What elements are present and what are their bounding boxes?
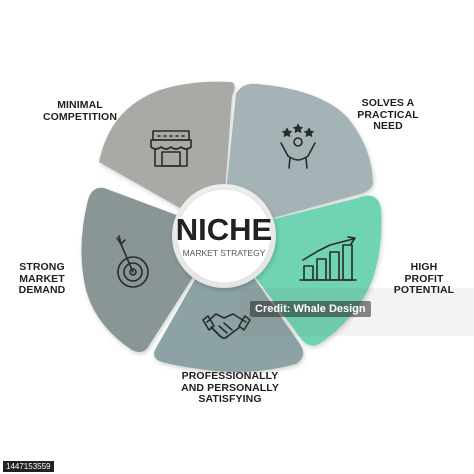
label-line: STRONG <box>19 261 65 273</box>
segment-professionally-and-personally-satisfying <box>154 232 304 372</box>
celebrating-person-stars-icon <box>280 123 316 169</box>
label-strong-market-demand: STRONG MARKET DEMAND <box>10 261 74 297</box>
watermark-credit: Credit: Whale Design <box>250 301 371 317</box>
label-line: PROFESSIONALLY <box>181 370 279 382</box>
handshake-icon <box>202 313 251 339</box>
growth-bar-chart-icon <box>299 236 357 281</box>
label-line: MINIMAL <box>57 99 103 111</box>
label-line: NEED <box>373 120 403 132</box>
label-line: MARKET <box>19 272 65 285</box>
center-title: NICHE <box>176 212 272 247</box>
label-line: HIGH <box>410 261 438 273</box>
target-dart-icon <box>116 235 149 288</box>
label-line: PROFIT <box>404 272 444 285</box>
center-subtitle: MARKET STRATEGY <box>183 248 266 258</box>
label-line: SATISFYING <box>198 393 262 405</box>
label-solves-a-practical-need: SOLVES A PRACTICAL NEED <box>342 97 434 133</box>
segment-solves-a-practical-need <box>222 83 373 232</box>
label-minimal-competition: MINIMAL COMPETITION <box>28 99 132 123</box>
label-line: PRACTICAL <box>357 108 419 121</box>
label-high-profit-potential: HIGH PROFIT POTENTIAL <box>392 261 456 297</box>
storefront-icon <box>150 130 192 167</box>
label-line: COMPETITION <box>42 110 117 123</box>
label-line: SOLVES A <box>361 97 415 109</box>
label-professionally-and-personally-satisfying: PROFESSIONALLY AND PERSONALLY SATISFYING <box>170 370 290 406</box>
label-line: DEMAND <box>18 284 66 296</box>
stock-id: 1447153559 <box>3 461 54 472</box>
center-circle-inner <box>176 188 272 284</box>
label-line: POTENTIAL <box>393 284 455 296</box>
label-line: AND PERSONALLY <box>181 381 279 394</box>
